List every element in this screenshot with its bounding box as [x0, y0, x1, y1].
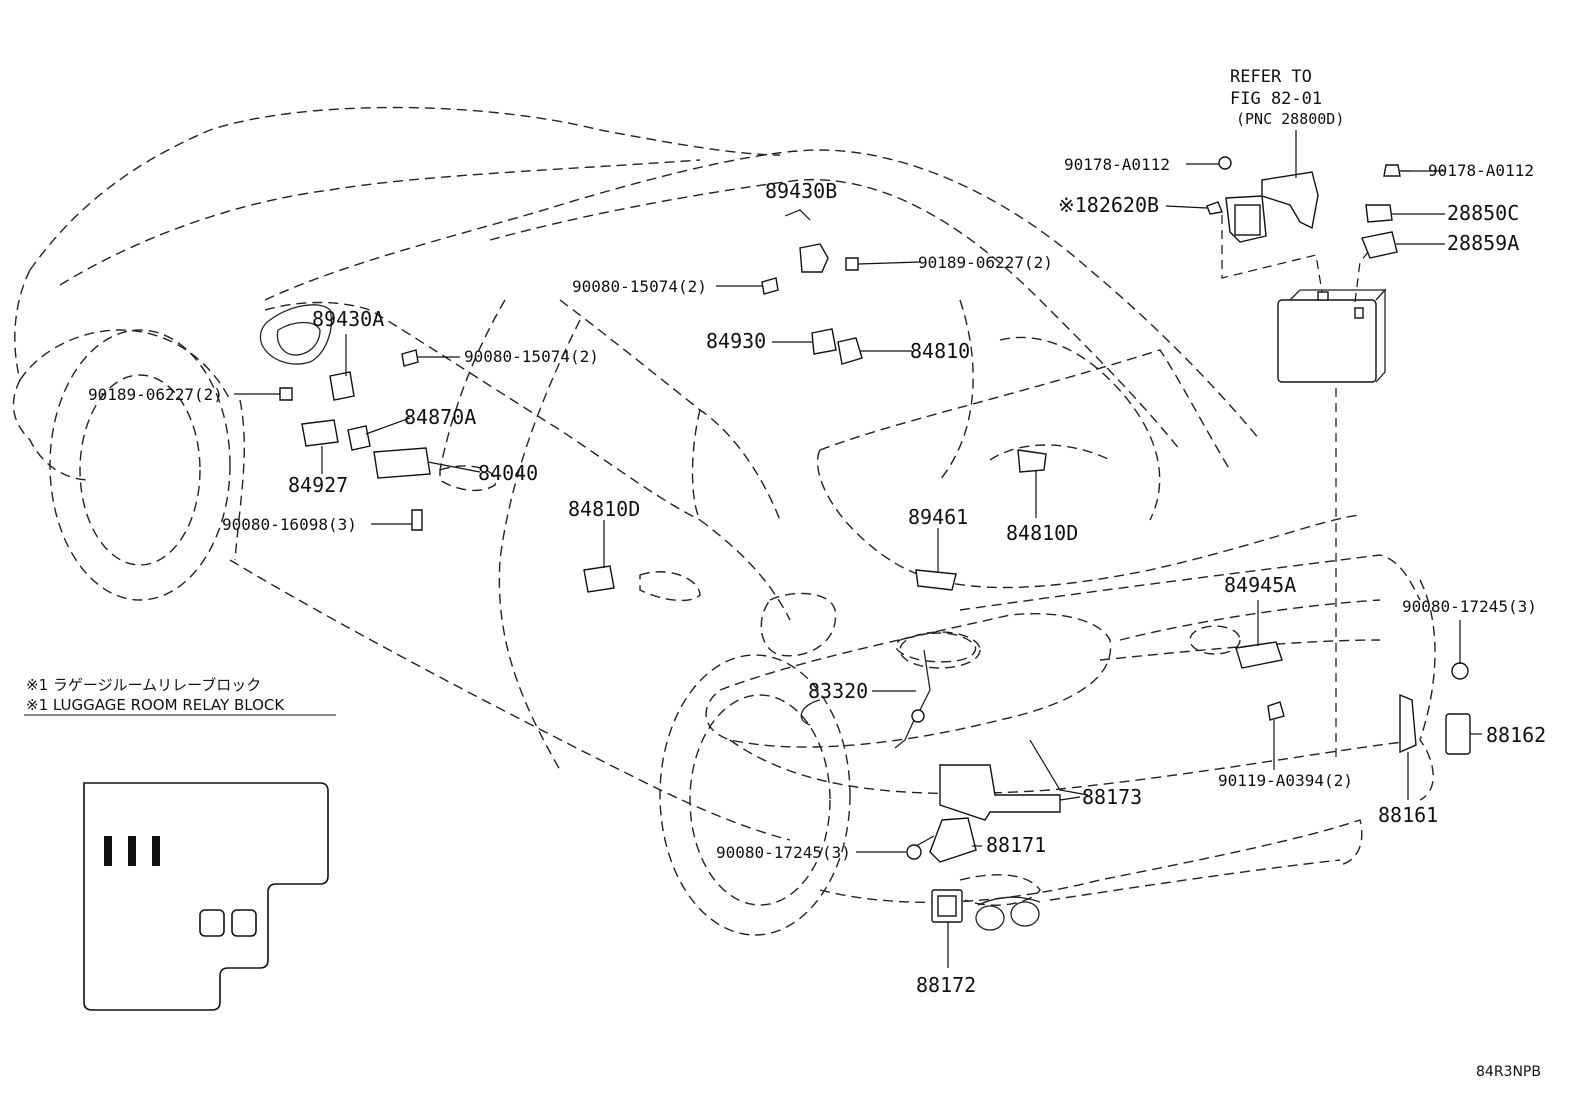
label-84810d-left: 84810D: [568, 497, 640, 521]
label-84870a: 84870A: [404, 405, 476, 429]
legend-english: ※1 LUGGAGE ROOM RELAY BLOCK: [26, 696, 285, 714]
label-89430b: 89430B: [765, 179, 837, 203]
label-84930: 84930: [706, 329, 766, 353]
label-84040: 84040: [478, 461, 538, 485]
legend: ※1 ラゲージルームリレーブロック ※1 LUGGAGE ROOM RELAY …: [24, 676, 336, 716]
leader-lines: [234, 130, 1482, 968]
label-90080-16098: 90080-16098(3): [222, 515, 357, 534]
label-28850c: 28850C: [1447, 201, 1519, 225]
label-90080-17245-bottom: 90080-17245(3): [716, 843, 851, 862]
label-88161: 88161: [1378, 803, 1438, 827]
label-90178-a0112-left: 90178-A0112: [1064, 155, 1170, 174]
refer-to-line-1: REFER TO: [1230, 67, 1312, 87]
part-labels: REFER TO FIG 82-01 (PNC 28800D) 90178-A0…: [88, 67, 1546, 997]
label-88162: 88162: [1486, 723, 1546, 747]
refer-to-line-2: FIG 82-01: [1230, 89, 1322, 109]
label-89430a: 89430A: [312, 307, 384, 331]
relay-block-82620b: [1206, 156, 1319, 243]
label-84927: 84927: [288, 473, 348, 497]
label-90080-15074-top: 90080-15074(2): [572, 277, 707, 296]
label-88171: 88171: [986, 833, 1046, 857]
label-89461: 89461: [908, 505, 968, 529]
label-88173: 88173: [1082, 785, 1142, 809]
car-body-outline: [12, 106, 1436, 936]
label-90178-a0112-right: 90178-A0112: [1428, 161, 1534, 180]
figure-code: 84R3NPB: [1476, 1064, 1541, 1080]
label-84810d-right: 84810D: [1006, 521, 1078, 545]
label-28859a: 28859A: [1447, 231, 1519, 255]
refer-to-line-3: (PNC 28800D): [1236, 110, 1344, 128]
label-90080-17245-right: 90080-17245(3): [1402, 597, 1537, 616]
label-84810: 84810: [910, 339, 970, 363]
label-83320: 83320: [808, 679, 868, 703]
battery: [1221, 215, 1387, 760]
label-90119-a0394: 90119-A0394(2): [1218, 771, 1353, 790]
label-90189-06227-top: 90189-06227(2): [918, 253, 1053, 272]
label-90080-15074-left: 90080-15074(2): [464, 347, 599, 366]
label-82620b: ※182620B: [1058, 193, 1159, 217]
small-parts: [279, 164, 1471, 923]
label-90189-06227-left: 90189-06227(2): [88, 385, 223, 404]
relay-block-icon: [83, 782, 329, 1011]
legend-japanese: ※1 ラゲージルームリレーブロック: [26, 676, 261, 694]
label-84945a: 84945A: [1224, 573, 1296, 597]
label-88172: 88172: [916, 973, 976, 997]
